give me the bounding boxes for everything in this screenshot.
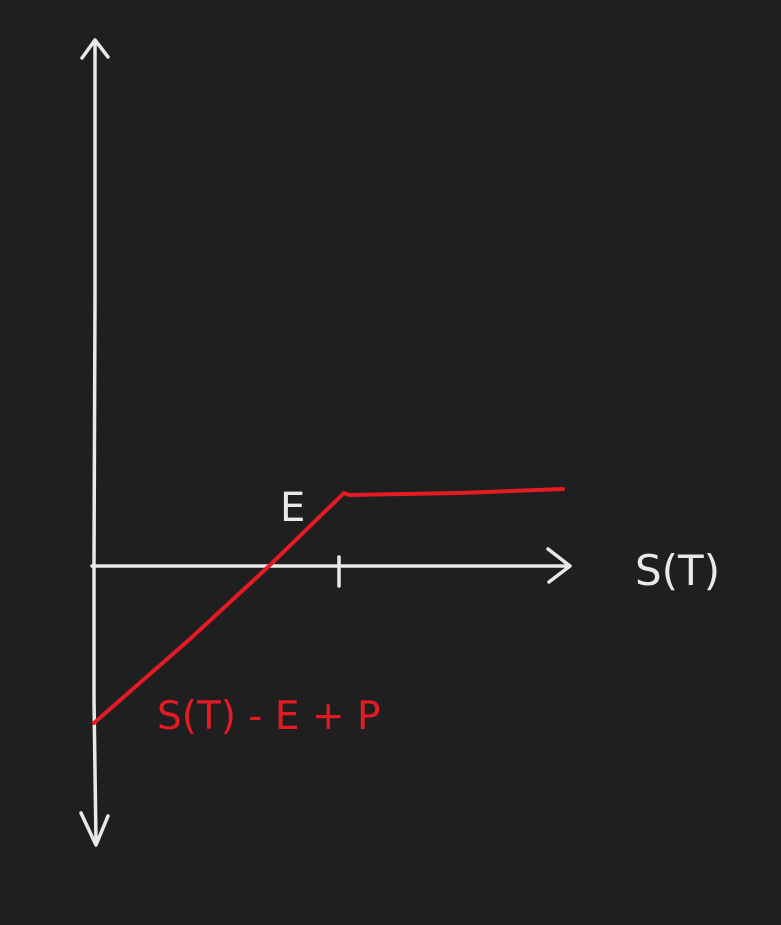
y-axis-up-arrowhead — [80, 38, 110, 60]
y-axis-line — [92, 42, 98, 844]
strike-label: E — [280, 485, 305, 531]
payoff-formula-label: S(T) - E + P — [157, 694, 381, 739]
y-axis-down-arrowhead — [79, 811, 110, 847]
payoff-line — [92, 487, 565, 725]
x-axis-label: S(T) — [635, 546, 720, 595]
x-axis-arrowhead — [546, 547, 572, 584]
